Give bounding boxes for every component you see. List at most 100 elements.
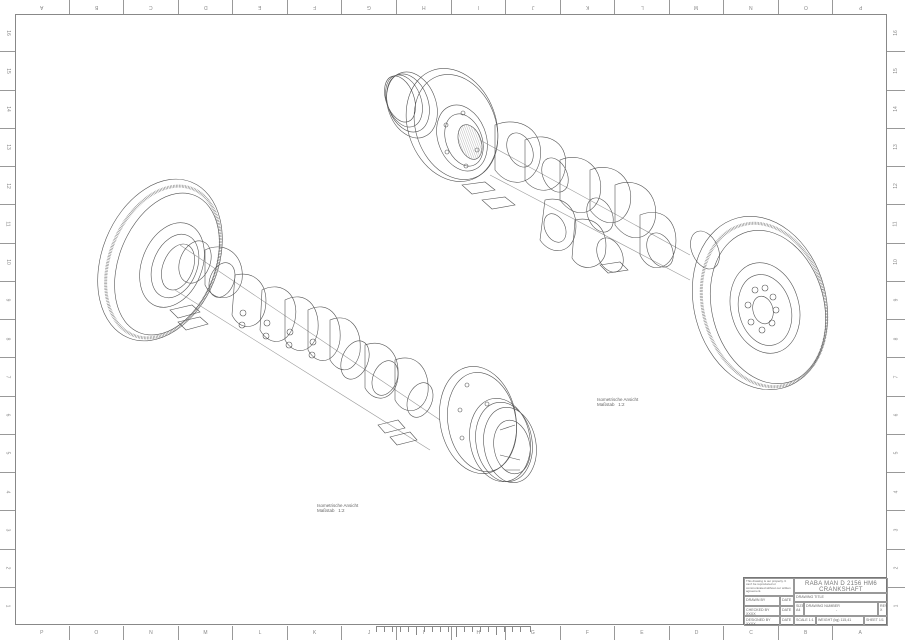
zone-label: 14	[0, 91, 15, 129]
crankshaft-view-upper	[384, 68, 829, 391]
zone-text: C	[749, 630, 753, 636]
zone-label: 9	[887, 282, 905, 320]
sheet-value: 1/1	[878, 617, 884, 622]
zone-label: F	[288, 0, 343, 14]
zone-label: B	[779, 626, 834, 640]
zone-label: N	[724, 0, 779, 14]
view-label-line2: Maßstab 1:2	[317, 508, 345, 513]
zone-label: M	[179, 626, 234, 640]
zone-label: G	[342, 0, 397, 14]
zone-label: 5	[887, 435, 905, 473]
zone-text: A	[858, 630, 862, 636]
view-label-line2: Maßstab 1:2	[597, 402, 625, 407]
sheet-cell: SHEET 1/1	[864, 616, 888, 626]
zone-label: 10	[0, 244, 15, 282]
crankshaft-view-lower	[97, 178, 537, 483]
drawing-number-label: DRAWING NUMBER	[806, 603, 840, 608]
flywheel-icon	[97, 178, 223, 342]
bearing-shells	[461, 181, 629, 274]
zone-text: I	[423, 630, 425, 636]
designed-by-value: XXXX	[746, 621, 756, 626]
zone-label: P	[15, 626, 70, 640]
zone-label: 7	[0, 358, 15, 397]
zone-label: L	[615, 0, 670, 14]
zone-label: 6	[0, 397, 15, 435]
zone-text: G	[530, 630, 535, 636]
ownership-notice: This drawing is our property. It can't b…	[744, 578, 794, 596]
zone-label: 16	[887, 14, 905, 53]
zone-label: 8	[887, 320, 905, 359]
zone-label: E	[233, 0, 288, 14]
zone-label: M	[670, 0, 725, 14]
size-label: SIZE	[796, 603, 804, 608]
pulley-icon	[469, 398, 537, 483]
date-label: DATE	[782, 607, 792, 612]
zone-label: 15	[0, 52, 15, 91]
zone-label: 7	[887, 358, 905, 397]
checked-date-cell: DATE	[780, 606, 794, 616]
zone-labels-top: A B C D E F G H I J K L M N O P	[15, 0, 887, 14]
zone-label: 12	[0, 167, 15, 206]
zone-label: J	[506, 0, 561, 14]
title-block: This drawing is our property. It can't b…	[743, 577, 888, 626]
zone-label: D	[179, 0, 234, 14]
pulley-icon	[384, 71, 438, 139]
zone-text: M	[203, 630, 208, 636]
zone-label: 6	[887, 397, 905, 435]
zone-label: 9	[0, 282, 15, 320]
scale-cell: SCALE 1:1	[794, 616, 816, 626]
drawing-number-cell: DRAWING NUMBER-	[804, 602, 878, 616]
drawing-title-label: DRAWING TITLE	[796, 594, 824, 599]
zone-label: 13	[887, 129, 905, 167]
drawing-title-cell: DRAWING TITLE	[794, 593, 888, 602]
designed-by-label: DESIGNED BY	[746, 617, 771, 622]
damper-disc-icon	[439, 366, 517, 474]
zone-label: 8	[0, 320, 15, 359]
view-label-line1: Isometrische Ansicht	[317, 503, 359, 508]
zone-labels-right: 16 15 14 13 12 11 10 9 8 7 6 5 4 3 2 1	[887, 14, 905, 625]
crank-webs	[494, 121, 720, 273]
zone-label: F	[561, 626, 616, 640]
drawn-date-cell: DATE	[780, 596, 794, 606]
designed-date-cell: DATE	[780, 616, 794, 626]
scale-value: 1:1	[808, 617, 814, 622]
title-line1: RABA MAN D 2156 HM6	[804, 581, 878, 587]
rev-label: REV	[880, 603, 888, 608]
zone-text: H	[476, 630, 481, 636]
zone-text: B	[803, 630, 808, 636]
zone-label: 11	[887, 205, 905, 244]
zone-text: K	[312, 630, 317, 636]
zone-text: P	[40, 630, 44, 636]
view-label-line1: Isometrische Ansicht	[597, 397, 639, 402]
weight-cell: WEIGHT (kg) 115,41	[816, 616, 864, 626]
zone-label: A	[15, 0, 70, 14]
zone-text: L	[258, 630, 262, 636]
damper-disc-icon	[405, 68, 499, 182]
title-line2: CRANKSHAFT	[819, 587, 863, 593]
flywheel-icon	[692, 215, 829, 391]
drawn-by-label: DRAWN BY	[746, 597, 766, 602]
zone-label: B	[70, 0, 125, 14]
zone-label: 4	[0, 473, 15, 512]
zone-label: J	[342, 626, 397, 640]
zone-label: 4	[887, 473, 905, 512]
zone-label: 14	[887, 91, 905, 129]
zone-label: 5	[0, 435, 15, 473]
zone-label: D	[670, 626, 725, 640]
zone-label: K	[288, 626, 343, 640]
zone-label: 2	[0, 550, 15, 588]
zone-label: I	[452, 0, 507, 14]
zone-label: K	[561, 0, 616, 14]
checked-by-value: XXXX	[746, 611, 756, 616]
date-label: DATE	[782, 597, 792, 602]
zone-text: N	[149, 630, 153, 636]
zone-label: 11	[0, 205, 15, 244]
zone-label: 2	[887, 550, 905, 588]
weight-label: WEIGHT (kg)	[818, 617, 840, 622]
